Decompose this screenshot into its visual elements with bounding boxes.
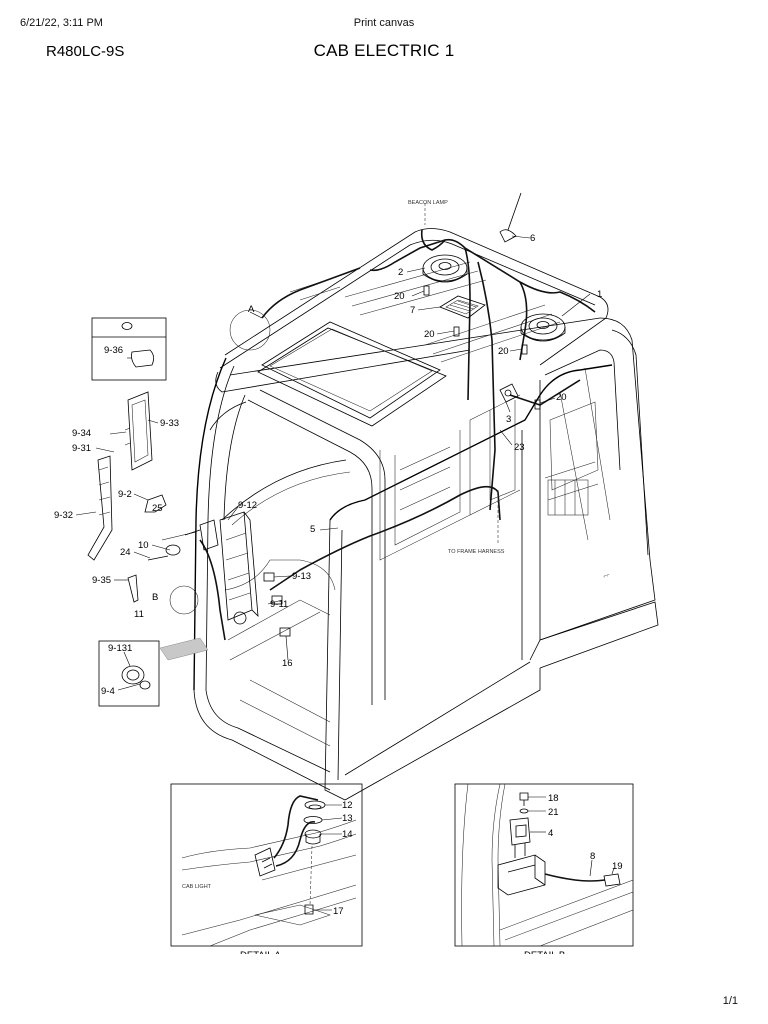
callout-17: 17 — [333, 906, 344, 917]
detail-b-marker — [169, 585, 199, 615]
detail-ref-b: B — [152, 592, 158, 603]
callout-7: 7 — [410, 305, 415, 316]
print-date: 6/21/22, 3:11 PM — [20, 17, 103, 29]
callout-19: 19 — [612, 861, 623, 872]
panel-part — [124, 391, 153, 471]
callout-20: 20 — [498, 346, 509, 357]
cab-frame: ⌐⌐ — [193, 228, 659, 801]
callout-16: 16 — [282, 658, 293, 669]
knob-parts — [147, 529, 201, 561]
callout-2: 2 — [398, 267, 403, 278]
callout-9-34: 9-34 — [72, 428, 91, 439]
callout-9-35: 9-35 — [92, 575, 111, 586]
callout-1: 1 — [597, 289, 602, 300]
inset-9-36 — [91, 317, 167, 381]
callout-9-33: 9-33 — [160, 418, 179, 429]
callout-9-131: 9-131 — [108, 643, 132, 654]
controller-part — [199, 511, 259, 625]
cab-light-note: CAB LIGHT — [182, 884, 212, 890]
callout-9-4: 9-4 — [101, 686, 115, 697]
callout-9-11: 9-11 — [270, 599, 288, 610]
inset-9-131 — [98, 640, 160, 707]
speaker-part — [520, 313, 566, 342]
callout-8: 8 — [590, 851, 595, 862]
callout-20: 20 — [394, 291, 405, 302]
callout-9-2: 9-2 — [118, 489, 132, 500]
callout-4: 4 — [548, 828, 553, 839]
callout-11: 11 — [134, 609, 144, 620]
bracket-part — [144, 494, 167, 513]
callout-9-32: 9-32 — [54, 510, 73, 521]
callout-6: 6 — [530, 233, 535, 244]
to-frame-harness-note: TO FRAME HARNESS — [448, 549, 505, 555]
bolt-parts — [423, 285, 541, 410]
wiring-harness — [199, 203, 596, 641]
pin-part — [127, 574, 139, 603]
detail-a-box: CAB LIGHT 12 13 14 17 — [170, 783, 363, 947]
hinge-plate-part — [87, 455, 113, 561]
callout-9-12: 9-12 — [238, 500, 257, 511]
callout-23: 23 — [514, 442, 525, 453]
callout-9-13: 9-13 — [292, 571, 311, 582]
callout-10: 10 — [138, 540, 149, 551]
callout-3: 3 — [506, 414, 511, 425]
antenna-part — [499, 192, 522, 243]
detail-a-marker — [229, 309, 271, 351]
callout-25: 25 — [152, 503, 163, 514]
callout-labels: BEACON LAMP 6 1 2 20 7 20 20 20 3 23 TO … — [54, 200, 602, 697]
callout-20: 20 — [424, 329, 435, 340]
model-label: R480LC-9S — [46, 43, 125, 60]
callout-14: 14 — [342, 829, 353, 840]
room-lamp-part — [439, 295, 486, 319]
page-number: 1/1 — [722, 995, 738, 1007]
callout-13: 13 — [342, 813, 353, 824]
svg-text:⌐⌐: ⌐⌐ — [603, 572, 611, 580]
detail-b-box: 18 21 4 8 19 — [454, 783, 634, 947]
caption-crop — [150, 954, 650, 964]
speaker-part — [422, 254, 468, 283]
print-title: Print canvas — [353, 17, 415, 29]
callout-9-31: 9-31 — [72, 443, 91, 454]
beacon-lamp-note: BEACON LAMP — [408, 200, 448, 206]
detail-ref-a: A — [248, 304, 255, 315]
callout-9-36: 9-36 — [104, 345, 123, 356]
callout-24: 24 — [120, 547, 131, 558]
callout-20: 20 — [556, 392, 567, 403]
callout-18: 18 — [548, 793, 559, 804]
callout-12: 12 — [342, 800, 353, 811]
direction-arrow — [159, 637, 209, 661]
page-title: CAB ELECTRIC 1 — [313, 41, 455, 60]
leader-lines — [75, 235, 591, 691]
callout-21: 21 — [548, 807, 559, 818]
switch-part — [499, 383, 519, 403]
callout-5: 5 — [310, 524, 315, 535]
